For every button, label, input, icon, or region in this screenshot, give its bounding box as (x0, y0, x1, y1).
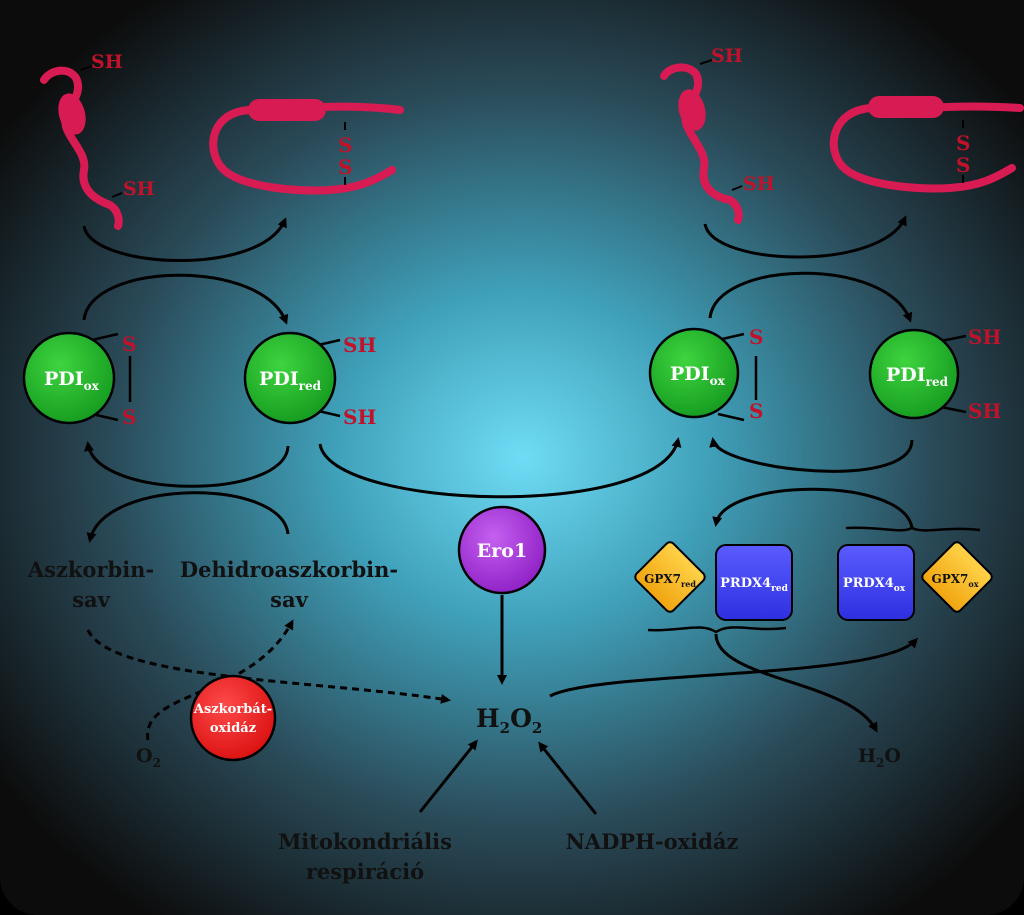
thiol-label: SH (743, 173, 775, 195)
svg-text:GPX7ox: GPX7ox (931, 572, 978, 589)
ox-brace (845, 526, 981, 532)
disulfide-s-label: S (749, 325, 763, 349)
thiol-label: SH (711, 45, 743, 67)
thiol-label: SH (343, 405, 376, 429)
svg-text:oxidáz: oxidáz (210, 721, 256, 736)
nadph-to-h2o2-arrow (538, 741, 598, 815)
right-oxidized-protein: S S (829, 96, 1024, 193)
dehydroascorbic-acid-label: Dehidroaszkorbin- (180, 557, 398, 582)
left-oxidized-protein: S S (209, 99, 404, 195)
thiol-label: SH (91, 51, 123, 73)
ascorbate-oxidase-node: Aszkorbát- oxidáz (189, 674, 277, 762)
disulfide-s-label: S (338, 155, 352, 179)
nadph-oxidase-label: NADPH-oxidáz (566, 829, 739, 854)
pdi-ox-left: S S PDIox (22, 331, 136, 429)
prdx-reduction-arrow (712, 487, 914, 529)
ascorbate-to-h2o2-arrow (86, 629, 451, 704)
disulfide-s-label: S (122, 405, 136, 429)
ascorbate-reduction-arrow (86, 491, 290, 543)
svg-text:Aszkorbát-: Aszkorbát- (193, 702, 272, 717)
prdx4-ox-node: PRDX4ox (837, 544, 915, 621)
left-reduced-protein: SH SH (40, 51, 155, 230)
ero1-node: Ero1 (457, 505, 547, 595)
ero1-oxidation-arrow (318, 437, 682, 499)
thiol-label: SH (123, 178, 155, 200)
svg-text:PRDX4red: PRDX4red (720, 576, 788, 594)
svg-text:Ero1: Ero1 (477, 540, 527, 562)
thiol-label: SH (343, 333, 376, 357)
protein-oxidation-arrow (82, 217, 287, 262)
o2-label: O2 (136, 745, 161, 770)
pdi-ox-right: S S PDIox (648, 325, 763, 423)
disulfide-s-label: S (122, 332, 136, 356)
thiol-label: SH (968, 399, 1001, 423)
pdi-red-right: SH SH PDIred (868, 325, 1001, 423)
mito-label: Mitokondriális (278, 829, 452, 854)
gpx7-ox-node: GPX7ox (921, 541, 993, 613)
red-brace (647, 626, 787, 634)
prdx4-red-node: PRDX4red (715, 544, 793, 621)
right-reduced-protein: SH SH (660, 45, 775, 224)
protein-oxidation-arrow (703, 215, 907, 259)
gpx7-red-node: GPX7red (634, 541, 706, 613)
dehydroascorbic-acid-label: sav (270, 587, 308, 612)
pdi-oxidation-arrow (84, 441, 290, 488)
disulfide-s-label: S (956, 131, 970, 155)
pdi-ox-label: PDIox (44, 368, 100, 393)
mito-to-h2o2-arrow (418, 739, 478, 813)
pdi-reduction-arrow (708, 271, 913, 323)
mito-label: respiráció (306, 859, 424, 884)
pdi-oxidation-arrow (709, 437, 914, 473)
pdi-reduction-arrow (82, 273, 289, 325)
ascorbic-acid-label: Aszkorbin- (27, 557, 154, 582)
h2o2-label: H2O2 (476, 704, 542, 737)
h2o-label: H2O (858, 745, 901, 770)
pdi-red-label: PDIred (886, 364, 949, 389)
prdx-to-h2o-arrow (714, 633, 878, 733)
disulfide-s-label: S (956, 153, 970, 177)
pdi-red-label: PDIred (259, 368, 322, 393)
disulfide-s-label: S (338, 133, 352, 157)
thiol-label: SH (968, 325, 1001, 349)
h2o2-to-prdx-arrow (549, 637, 919, 698)
ascorbic-acid-label: sav (72, 587, 110, 612)
pdi-ox-label: PDIox (670, 363, 726, 388)
svg-text:GPX7red: GPX7red (644, 572, 696, 589)
pdi-red-left: SH SH PDIred (243, 331, 376, 429)
svg-text:PRDX4ox: PRDX4ox (843, 576, 906, 594)
disulfide-s-label: S (749, 399, 763, 423)
